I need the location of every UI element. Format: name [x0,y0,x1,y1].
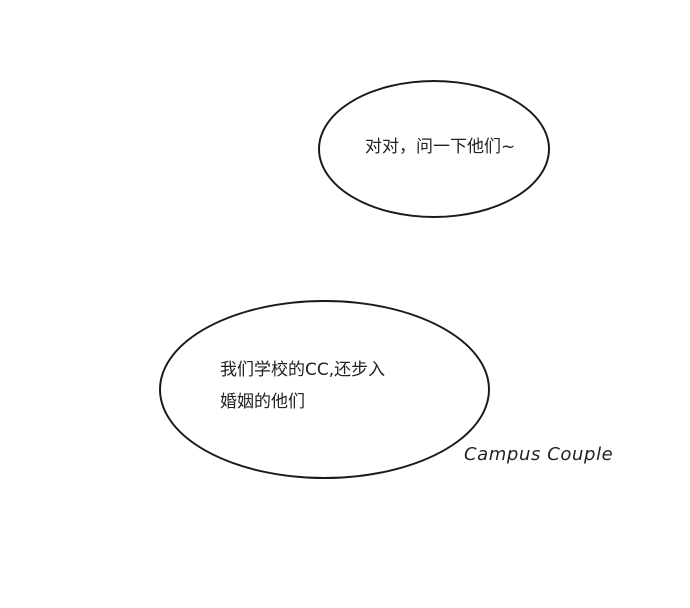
campus-couple-caption: Campus Couple [464,444,614,465]
speech-bubble-bottom-line-2: 婚姻的他们 [220,392,305,412]
speech-bubble-bottom-line-1: 我们学校的CC,还步入 [220,360,386,380]
speech-bubble-top [318,80,550,218]
speech-bubble-bottom [159,300,490,479]
speech-bubble-bottom-text: 我们学校的CC,还步入 婚姻的他们 [220,354,385,418]
speech-bubble-top-line: 对对，问一下他们~ [365,137,516,157]
speech-bubble-top-text: 对对，问一下他们~ [365,131,515,163]
